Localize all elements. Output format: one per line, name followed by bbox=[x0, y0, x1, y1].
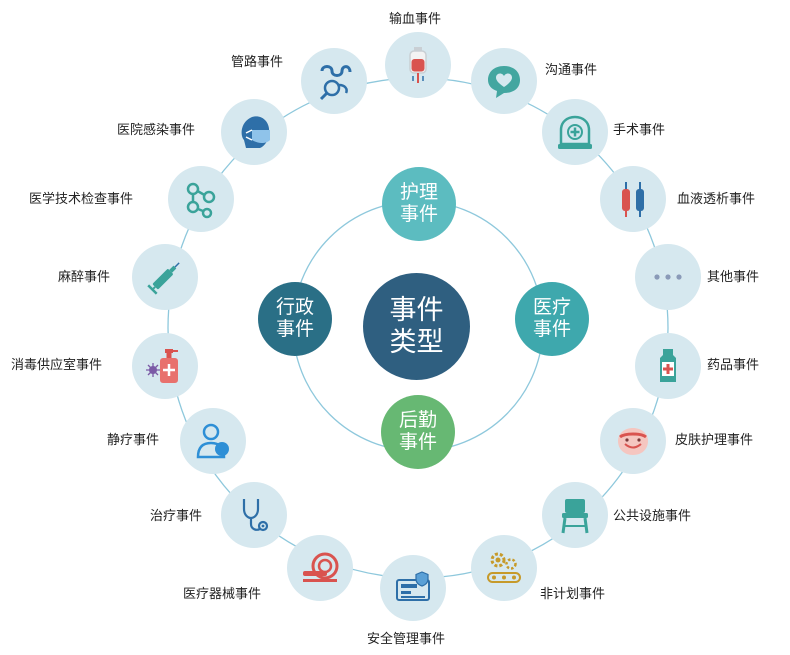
event-node-hospital-infection bbox=[221, 99, 287, 165]
security-device-icon bbox=[396, 571, 430, 601]
event-label-anesthesia: 麻醉事件 bbox=[58, 270, 111, 285]
syringe-icon bbox=[147, 262, 180, 295]
event-label-medical-devices: 医疗器械事件 bbox=[183, 587, 262, 602]
surgery-dome-icon bbox=[558, 115, 592, 149]
event-node-medical-tech-exam bbox=[168, 166, 234, 232]
event-label-skin-care: 皮肤护理事件 bbox=[675, 433, 754, 448]
event-node-disinfection-supply bbox=[132, 333, 198, 399]
event-node-hemodialysis bbox=[600, 166, 666, 232]
category-nursing-line-2: 事件 bbox=[399, 203, 438, 225]
mask-head-icon bbox=[241, 116, 270, 148]
event-label-medical-tech-exam: 医学技术检查事件 bbox=[29, 192, 134, 207]
center-event-types: 事件 类型 bbox=[363, 273, 470, 380]
event-node-unplanned bbox=[471, 535, 537, 601]
more-dots-icon bbox=[654, 274, 682, 280]
category-logistics-line-1: 后勤 bbox=[398, 409, 437, 432]
category-admin-line-1: 行政 bbox=[275, 296, 314, 319]
event-label-iv-therapy: 静疗事件 bbox=[107, 433, 160, 448]
event-node-iv-therapy bbox=[180, 408, 246, 474]
mri-scanner-icon bbox=[303, 552, 339, 582]
event-label-hospital-infection: 医院感染事件 bbox=[117, 123, 196, 138]
event-node-surgery bbox=[542, 99, 608, 165]
event-node-tubing bbox=[301, 48, 367, 114]
event-label-other: 其他事件 bbox=[707, 270, 760, 285]
event-node-skin-care bbox=[600, 408, 666, 474]
category-nursing: 护理 事件 bbox=[382, 167, 456, 241]
category-admin: 行政 事件 bbox=[258, 282, 332, 356]
event-label-medication: 药品事件 bbox=[707, 358, 760, 373]
event-label-public-facilities: 公共设施事件 bbox=[613, 509, 692, 524]
stethoscope-icon bbox=[242, 499, 269, 532]
tubing-magnifier-icon bbox=[319, 65, 352, 101]
patient-user-icon bbox=[196, 423, 229, 459]
event-label-communication: 沟通事件 bbox=[545, 63, 598, 78]
event-label-surgery: 手术事件 bbox=[613, 123, 666, 138]
event-label-treatment: 治疗事件 bbox=[150, 509, 203, 524]
event-node-other bbox=[635, 244, 701, 310]
category-medical-line-2: 事件 bbox=[532, 318, 571, 340]
category-logistics: 后勤 事件 bbox=[381, 395, 455, 469]
category-medical-line-1: 医疗 bbox=[532, 296, 571, 319]
event-node-blood-transfusion bbox=[385, 32, 451, 98]
event-node-anesthesia bbox=[132, 244, 198, 310]
face-mask-icon bbox=[618, 428, 648, 455]
dialysis-tubes-icon bbox=[622, 182, 644, 217]
event-node-treatment bbox=[221, 482, 287, 548]
event-label-blood-transfusion: 输血事件 bbox=[389, 12, 442, 27]
event-node-medication bbox=[635, 333, 701, 399]
event-label-safety-management: 安全管理事件 bbox=[367, 632, 446, 647]
center-line-2: 类型 bbox=[389, 326, 444, 358]
category-nursing-line-1: 护理 bbox=[399, 181, 438, 204]
center-line-1: 事件 bbox=[389, 295, 444, 327]
event-node-safety-management bbox=[380, 555, 446, 621]
medicine-bottle-icon bbox=[660, 349, 676, 382]
event-label-disinfection-supply: 消毒供应室事件 bbox=[11, 358, 103, 373]
gears-conveyor-icon bbox=[487, 552, 521, 583]
sanitizer-bottle-icon bbox=[146, 349, 178, 383]
event-node-public-facilities bbox=[542, 482, 608, 548]
chair-icon bbox=[561, 499, 589, 534]
blood-bag-icon bbox=[409, 47, 427, 83]
category-admin-line-2: 事件 bbox=[275, 318, 314, 340]
event-node-communication bbox=[471, 48, 537, 114]
chat-heart-icon bbox=[488, 66, 520, 98]
event-label-tubing: 管路事件 bbox=[231, 55, 284, 70]
event-node-medical-devices bbox=[287, 535, 353, 601]
category-logistics-line-2: 事件 bbox=[398, 431, 437, 453]
event-label-hemodialysis: 血液透析事件 bbox=[677, 192, 756, 207]
event-label-unplanned: 非计划事件 bbox=[540, 587, 606, 602]
molecule-icon bbox=[186, 182, 216, 219]
category-medical: 医疗 事件 bbox=[515, 282, 589, 356]
